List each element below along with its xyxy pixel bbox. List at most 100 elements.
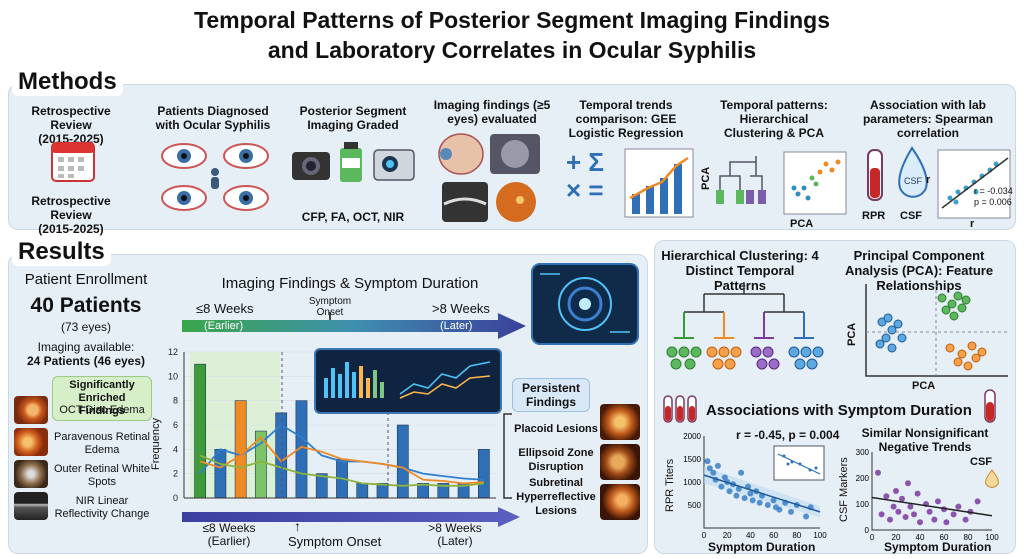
clustering-title: Hierarchical Clustering: 4 Distinct Temp… — [661, 248, 819, 293]
clustering-pca-icon — [716, 151, 847, 215]
methods-heading: Methods — [12, 68, 123, 96]
trend-chart-icon — [624, 148, 694, 218]
data-point — [883, 493, 890, 500]
svg-text:CSF: CSF — [904, 176, 923, 186]
association-label: Association with lab parameters: Spearma… — [862, 98, 994, 140]
data-point — [931, 516, 938, 523]
data-point — [718, 483, 725, 490]
assoc-title: Associations with Symptom Duration — [706, 402, 972, 419]
pca-yaxis: PCA — [846, 322, 858, 346]
enriched-list: OCT Disc Edema Paravenous Retinal Edema … — [14, 396, 154, 524]
x-tick-label: 80 — [964, 533, 973, 542]
data-point — [878, 511, 885, 518]
x-tick-label: 80 — [792, 531, 801, 540]
data-point — [950, 511, 957, 518]
persistent-item: Ellipsoid Zone Disruption — [518, 447, 594, 473]
data-point — [738, 469, 745, 476]
data-point — [899, 495, 905, 502]
fundus-thumb-shrm — [600, 484, 640, 520]
data-point — [710, 469, 717, 476]
oct-thumb — [14, 492, 48, 520]
data-point — [917, 519, 923, 526]
series-line — [199, 423, 484, 481]
csf-tag: CSF — [970, 456, 992, 468]
correlation-icon — [937, 149, 1011, 219]
x-tick-label: 60 — [769, 531, 778, 540]
pca-plot — [865, 284, 1008, 377]
timeline-arrow-top — [182, 312, 526, 339]
confidence-band — [704, 466, 820, 518]
data-point — [706, 465, 713, 472]
persistent-item: Placoid Lesions — [514, 423, 598, 435]
data-point — [803, 513, 810, 520]
data-point — [776, 506, 783, 513]
x-tick-label: 100 — [813, 531, 827, 540]
data-point — [770, 497, 777, 504]
data-point — [914, 490, 921, 497]
y-tick-label: 8 — [173, 396, 178, 406]
data-point — [714, 462, 721, 469]
data-point — [721, 474, 728, 481]
trend-line — [703, 474, 821, 513]
data-point — [726, 488, 733, 495]
fundus-thumb-2 — [14, 428, 48, 456]
data-point — [907, 503, 914, 510]
y-tick-label: 1000 — [683, 478, 701, 487]
bar — [214, 449, 227, 499]
series-line — [199, 435, 484, 485]
data-point — [747, 490, 754, 497]
bar — [396, 424, 409, 499]
results-heading: Results — [12, 238, 111, 266]
y-tick-label: 0 — [173, 493, 178, 503]
series-line — [199, 454, 484, 487]
fundus-thumb-placoid — [600, 404, 640, 440]
x-tick-label: 0 — [702, 531, 707, 540]
data-point — [911, 511, 917, 518]
rpr-ylabel: RPR Titers — [664, 458, 676, 512]
data-point — [943, 519, 950, 526]
data-point — [788, 508, 794, 515]
x-tick-label: 100 — [985, 533, 999, 542]
data-point — [926, 508, 933, 515]
chart-title: Imaging Findings & Symptom Duration — [221, 275, 479, 292]
y-tick-label: 6 — [173, 420, 178, 430]
bar — [194, 363, 207, 499]
methods-r-value: r = -0.034 — [974, 186, 1013, 196]
page-title-line1: Temporal Patterns of Posterior Segment I… — [194, 7, 830, 33]
data-point — [962, 516, 969, 523]
bottom-left-label: ≤8 Weeks(Earlier) — [202, 521, 256, 548]
test-tube-icon — [984, 389, 996, 423]
top-left-label: ≤8 Weeks — [196, 301, 254, 316]
data-point — [935, 498, 941, 505]
graded-label: Posterior Segment Imaging Graded — [299, 104, 407, 132]
methods-r-xaxis: r — [970, 218, 975, 230]
y-tick-label: 300 — [856, 448, 870, 457]
eyes-count: (73 eyes) — [60, 320, 112, 334]
csf-title: Similar Nonsignificant Negative Trends — [861, 426, 989, 454]
x-tick-label: 20 — [892, 533, 901, 542]
methods-pca-xaxis: PCA — [790, 218, 814, 230]
page-title-line2: and Laboratory Correlates in Ocular Syph… — [267, 37, 757, 63]
patients-count: 40 Patients — [30, 294, 142, 317]
pca-xaxis: PCA — [912, 380, 936, 392]
x-tick-label: 20 — [723, 531, 732, 540]
y-tick-label: 4 — [173, 444, 178, 454]
methods-r-axis: r — [926, 174, 931, 186]
y-tick-label: 10 — [168, 371, 178, 381]
bottom-right-label: >8 Weeks(Later) — [428, 521, 482, 548]
data-point — [974, 498, 981, 505]
csf-label: CSF — [900, 210, 922, 222]
data-point — [756, 499, 763, 506]
bar — [234, 400, 247, 499]
eyes-icon — [161, 143, 269, 211]
x-tick-label: 0 — [870, 533, 875, 542]
data-point — [905, 480, 911, 487]
enriched-item: Paravenous Retinal Edema — [53, 431, 150, 456]
enriched-item: OCT Disc Edema — [59, 404, 145, 416]
bar — [356, 483, 369, 499]
pca-title: Principal Component Analysis (PCA): Feat… — [844, 248, 994, 293]
enrollment-title: Patient Enrollment — [24, 271, 148, 288]
data-point — [895, 508, 902, 515]
dendrogram — [666, 282, 824, 370]
